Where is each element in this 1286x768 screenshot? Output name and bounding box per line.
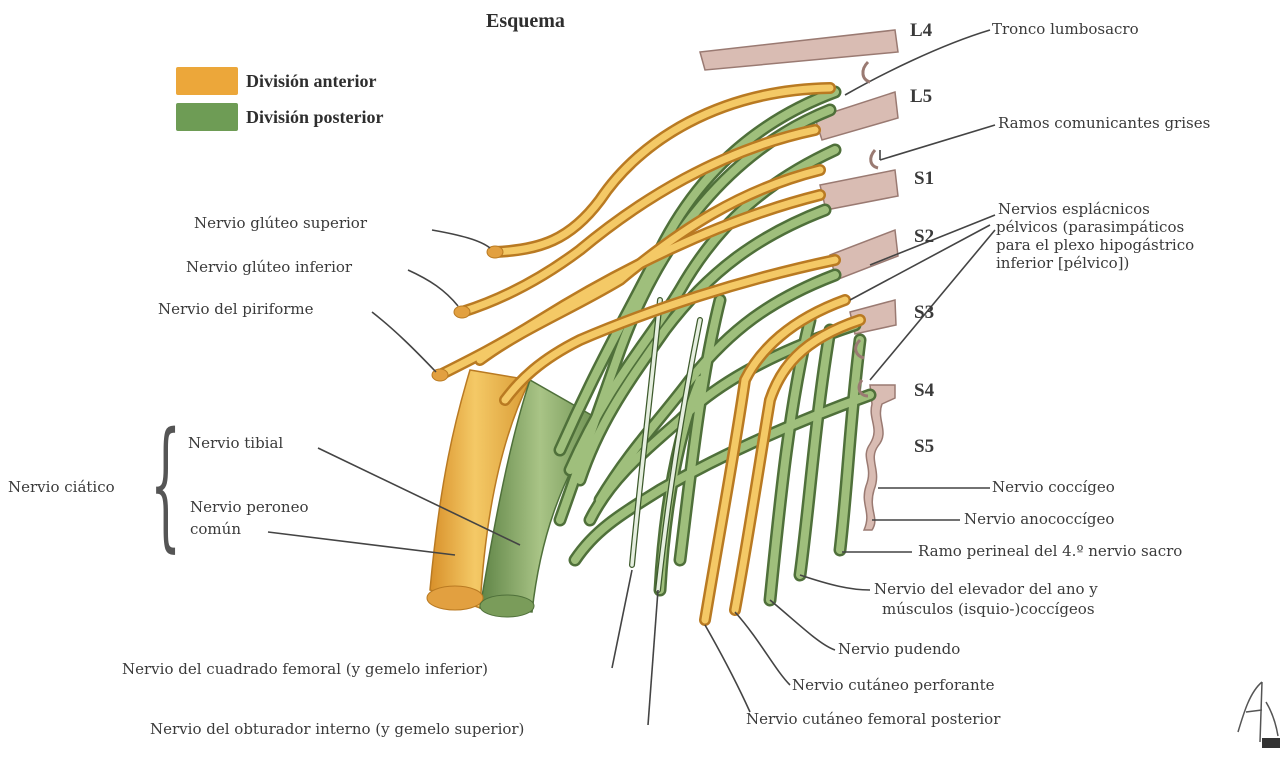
root-l4 [700,30,898,70]
label-esplacnicos-line-1: Nervios esplácnicos [998,200,1150,218]
label-peroneo-line-2: común [190,520,241,538]
label-esplacnicos-line-2: pélvicos (parasimpáticos [996,218,1184,236]
root-label-s2: S2 [914,226,934,248]
gluteal-inferior-cut-end [454,306,470,318]
legend-item-posterior: División posterior [176,102,384,132]
root-label-s3: S3 [914,302,934,324]
label-peroneo-line-1: Nervio peroneo [190,498,309,516]
label-ciatico: Nervio ciático [8,478,115,496]
legend-swatch-anterior [176,67,238,95]
label-tibial: Nervio tibial [188,434,283,452]
label-esplacnicos-line-3: para el plexo hipogástrico [996,236,1194,254]
label-ramos-comunicantes: Ramos comunicantes grises [998,114,1210,132]
root-label-l4: L4 [910,20,932,42]
root-s1 [820,170,898,210]
label-pudendo: Nervio pudendo [838,640,960,658]
artist-signature-mark [1232,672,1282,752]
label-elevador-line-2: músculos (isquio-)coccígeos [882,600,1095,618]
label-cuadrado-femoral: Nervio del cuadrado femoral (y gemelo in… [122,660,488,678]
label-coccigeo: Nervio coccígeo [992,478,1115,496]
label-perineal: Ramo perineal del 4.º nervio sacro [918,542,1182,560]
label-obturador-interno: Nervio del obturador interno (y gemelo s… [150,720,524,738]
label-gluteo-inferior: Nervio glúteo inferior [186,258,352,276]
sciatic-brace: { [150,420,181,550]
label-piriforme: Nervio del piriforme [158,300,314,318]
label-tronco-lumbosacro: Tronco lumbosacro [992,20,1139,38]
root-label-s1: S1 [914,168,934,190]
label-gluteo-superior: Nervio glúteo superior [194,214,367,232]
root-label-s4: S4 [914,380,934,402]
label-cutaneo-femoral-posterior: Nervio cutáneo femoral posterior [746,710,1000,728]
root-s4-s5-coccygeal [864,385,895,530]
legend-label-anterior: División anterior [246,71,377,92]
root-label-l5: L5 [910,86,932,108]
sciatic-cut-end-anterior [427,586,483,610]
diagram-title: Esquema [486,10,565,33]
sciatic-cut-end-posterior [480,595,534,617]
label-cutaneo-perforante: Nervio cutáneo perforante [792,676,995,694]
root-label-s5: S5 [914,436,934,458]
label-anococcigeo: Nervio anococcígeo [964,510,1114,528]
label-elevador-line-1: Nervio del elevador del ano y [874,580,1098,598]
label-esplacnicos-line-4: inferior [pélvico]) [996,254,1129,272]
legend-label-posterior: División posterior [246,107,384,128]
legend-item-anterior: División anterior [176,66,377,96]
legend-swatch-posterior [176,103,238,131]
